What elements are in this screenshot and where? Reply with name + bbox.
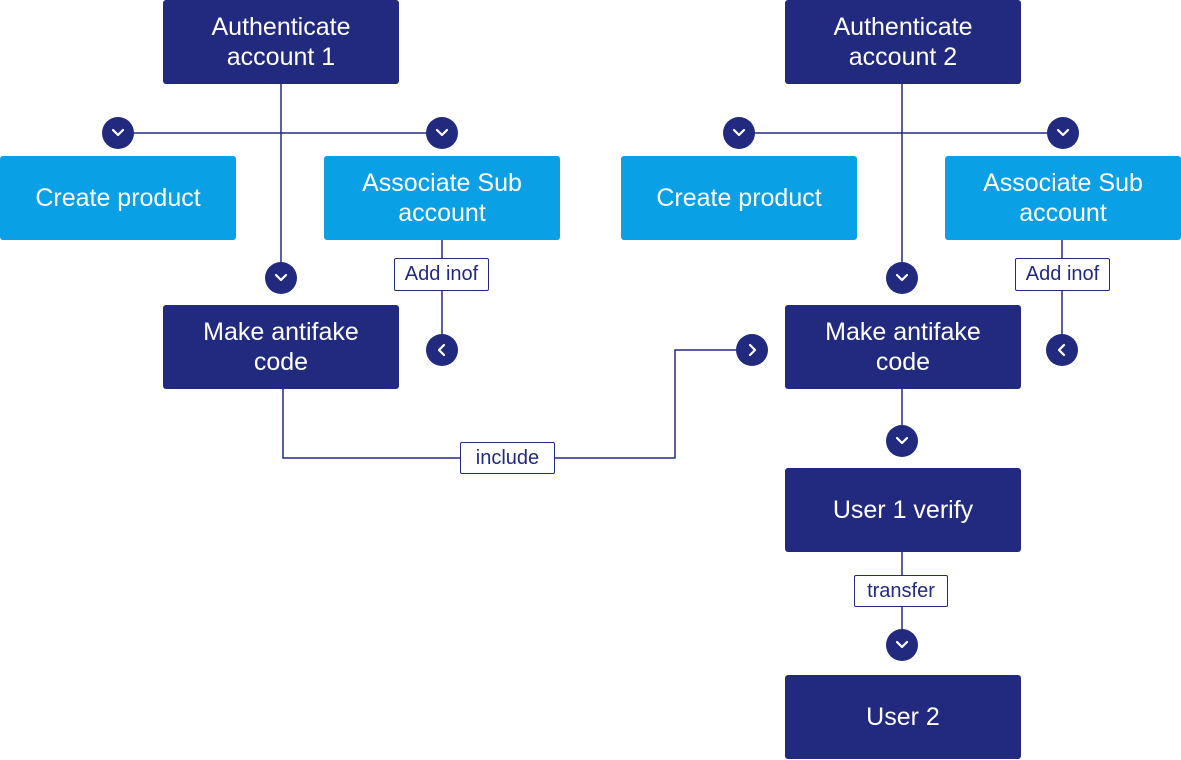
- node-create-product-2: Create product: [621, 156, 857, 240]
- node-associate-sub-account-2: Associate Sub account: [945, 156, 1181, 240]
- node-create-product-1: Create product: [0, 156, 236, 240]
- edge-label-add-inof-1: Add inof: [394, 258, 489, 291]
- node-make-antifake-code-2: Make antifake code: [785, 305, 1021, 389]
- chevron-down-icon: [886, 425, 918, 457]
- chevron-down-icon: [1047, 117, 1079, 149]
- chevron-down-icon: [102, 117, 134, 149]
- node-user-1-verify: User 1 verify: [785, 468, 1021, 552]
- node-authenticate-account-1: Authenticate account 1: [163, 0, 399, 84]
- edge-label-transfer: transfer: [854, 575, 948, 607]
- chevron-down-icon: [265, 262, 297, 294]
- chevron-down-icon: [723, 117, 755, 149]
- chevron-down-icon: [426, 117, 458, 149]
- edge-label-include: include: [460, 442, 555, 474]
- connector-include: [282, 349, 752, 459]
- edge-label-add-inof-2: Add inof: [1015, 258, 1110, 291]
- node-make-antifake-code-1: Make antifake code: [163, 305, 399, 389]
- chevron-down-icon: [886, 629, 918, 661]
- node-associate-sub-account-1: Associate Sub account: [324, 156, 560, 240]
- chevron-down-icon: [886, 262, 918, 294]
- chevron-right-icon: [736, 334, 768, 366]
- node-authenticate-account-2: Authenticate account 2: [785, 0, 1021, 84]
- node-user-2: User 2: [785, 675, 1021, 759]
- chevron-left-icon: [426, 334, 458, 366]
- chevron-left-icon: [1046, 334, 1078, 366]
